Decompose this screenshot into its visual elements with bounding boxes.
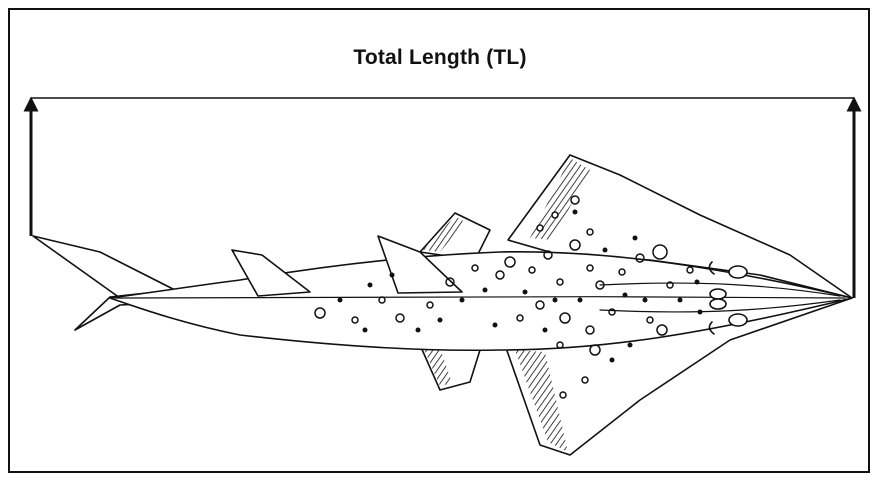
shark-ray-icon <box>33 155 852 455</box>
spiracle-upper <box>710 289 726 299</box>
right-eye <box>729 314 747 326</box>
left-eye <box>729 266 747 278</box>
spiracle-lower <box>710 299 726 309</box>
caudal-fin <box>33 236 180 330</box>
